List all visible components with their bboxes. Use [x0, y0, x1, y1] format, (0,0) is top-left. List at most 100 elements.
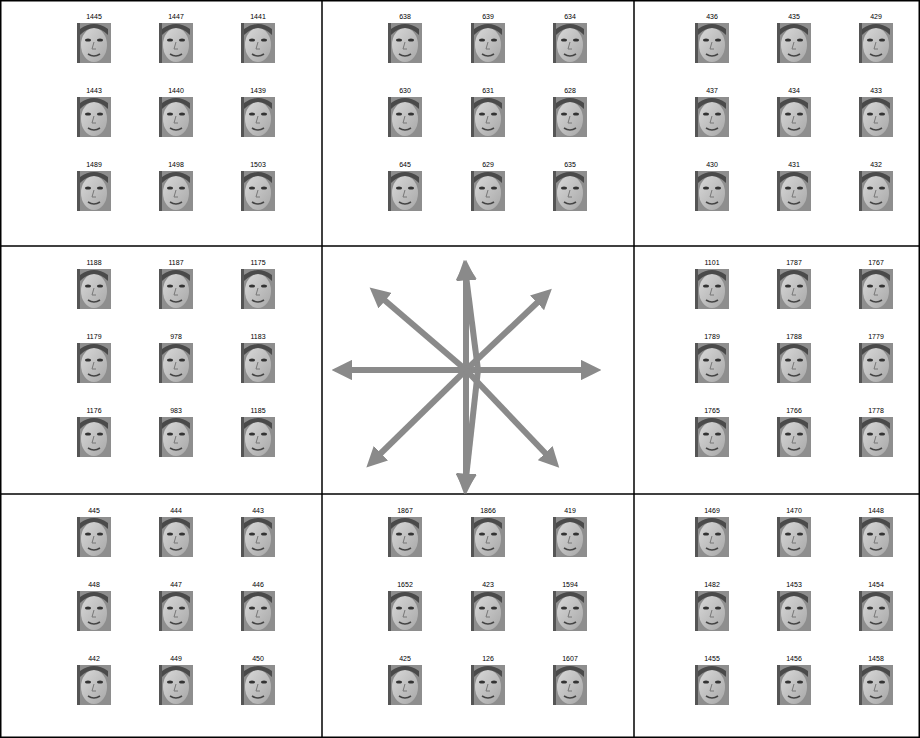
direction-arrows — [348, 276, 585, 478]
face-panel: 445444443448447446442449450 — [0, 494, 322, 738]
thumbnail-layer — [0, 0, 322, 246]
face-thumbnail — [471, 591, 505, 631]
face-thumbnail — [388, 665, 422, 705]
image-number: 448 — [74, 580, 114, 589]
face-thumbnail — [159, 591, 193, 631]
face-thumbnail — [859, 517, 893, 557]
image-number: 442 — [74, 654, 114, 663]
face-thumbnail — [859, 591, 893, 631]
image-number: 1778 — [856, 406, 896, 415]
face-thumbnail — [777, 591, 811, 631]
face-thumbnail — [77, 269, 111, 309]
image-number: 430 — [692, 160, 732, 169]
face-thumbnail — [553, 171, 587, 211]
image-number: 443 — [238, 506, 278, 515]
image-number: 1187 — [156, 258, 196, 267]
image-number: 1594 — [550, 580, 590, 589]
image-number: 437 — [692, 86, 732, 95]
face-thumbnail — [553, 517, 587, 557]
face-thumbnail — [777, 517, 811, 557]
image-number: 1867 — [385, 506, 425, 515]
image-number: 645 — [385, 160, 425, 169]
face-thumbnail — [695, 343, 729, 383]
face-thumbnail — [159, 517, 193, 557]
image-number: 1101 — [692, 258, 732, 267]
face-thumbnail — [695, 517, 729, 557]
image-number: 1447 — [156, 12, 196, 21]
face-thumbnail — [553, 591, 587, 631]
face-thumbnail — [241, 23, 275, 63]
image-number: 1453 — [774, 580, 814, 589]
face-thumbnail — [859, 171, 893, 211]
image-number: 629 — [468, 160, 508, 169]
image-number: 1787 — [774, 258, 814, 267]
face-thumbnail — [77, 23, 111, 63]
face-thumbnail — [695, 171, 729, 211]
face-thumbnail — [159, 171, 193, 211]
face-panel: 146914701448148214531454145514561458 — [634, 494, 920, 738]
face-thumbnail — [553, 23, 587, 63]
image-number: 1445 — [74, 12, 114, 21]
face-thumbnail — [859, 97, 893, 137]
face-thumbnail — [77, 591, 111, 631]
image-number: 639 — [468, 12, 508, 21]
face-thumbnail — [159, 665, 193, 705]
image-number: 126 — [468, 654, 508, 663]
face-panel: 1188118711751179978118311769831185 — [0, 246, 322, 494]
image-number: 419 — [550, 506, 590, 515]
image-number: 1607 — [550, 654, 590, 663]
face-thumbnail — [77, 343, 111, 383]
face-thumbnail — [241, 269, 275, 309]
face-thumbnail — [241, 171, 275, 211]
face-panel: 638639634630631628645629635 — [322, 0, 634, 246]
image-number: 431 — [774, 160, 814, 169]
face-thumbnail — [777, 97, 811, 137]
image-number: 449 — [156, 654, 196, 663]
image-number: 1866 — [468, 506, 508, 515]
image-number: 631 — [468, 86, 508, 95]
image-number: 1788 — [774, 332, 814, 341]
face-thumbnail — [77, 171, 111, 211]
image-number: 425 — [385, 654, 425, 663]
image-number: 1443 — [74, 86, 114, 95]
image-number: 435 — [774, 12, 814, 21]
image-number: 423 — [468, 580, 508, 589]
image-number: 638 — [385, 12, 425, 21]
face-thumbnail — [388, 517, 422, 557]
image-number: 1765 — [692, 406, 732, 415]
face-thumbnail — [859, 343, 893, 383]
face-thumbnail — [471, 171, 505, 211]
face-thumbnail — [471, 97, 505, 137]
image-number: 628 — [550, 86, 590, 95]
image-number: 446 — [238, 580, 278, 589]
image-number: 1789 — [692, 332, 732, 341]
image-number: 1767 — [856, 258, 896, 267]
image-number: 433 — [856, 86, 896, 95]
face-thumbnail — [159, 269, 193, 309]
face-thumbnail — [241, 97, 275, 137]
face-thumbnail — [777, 417, 811, 457]
image-number: 1188 — [74, 258, 114, 267]
image-number: 1652 — [385, 580, 425, 589]
face-thumbnail — [388, 171, 422, 211]
face-thumbnail — [553, 97, 587, 137]
image-number: 1175 — [238, 258, 278, 267]
image-number: 1183 — [238, 332, 278, 341]
image-number: 434 — [774, 86, 814, 95]
image-number: 630 — [385, 86, 425, 95]
image-number: 1455 — [692, 654, 732, 663]
image-number: 436 — [692, 12, 732, 21]
face-thumbnail — [159, 23, 193, 63]
face-thumbnail — [777, 665, 811, 705]
face-thumbnail — [859, 417, 893, 457]
image-number: 1440 — [156, 86, 196, 95]
face-thumbnail — [471, 23, 505, 63]
image-number: 1179 — [74, 332, 114, 341]
image-number: 1469 — [692, 506, 732, 515]
thumbnail-layer — [322, 494, 634, 738]
image-number: 1441 — [238, 12, 278, 21]
thumbnail-layer — [0, 494, 322, 738]
face-thumbnail — [777, 269, 811, 309]
thumbnail-layer — [634, 246, 920, 494]
